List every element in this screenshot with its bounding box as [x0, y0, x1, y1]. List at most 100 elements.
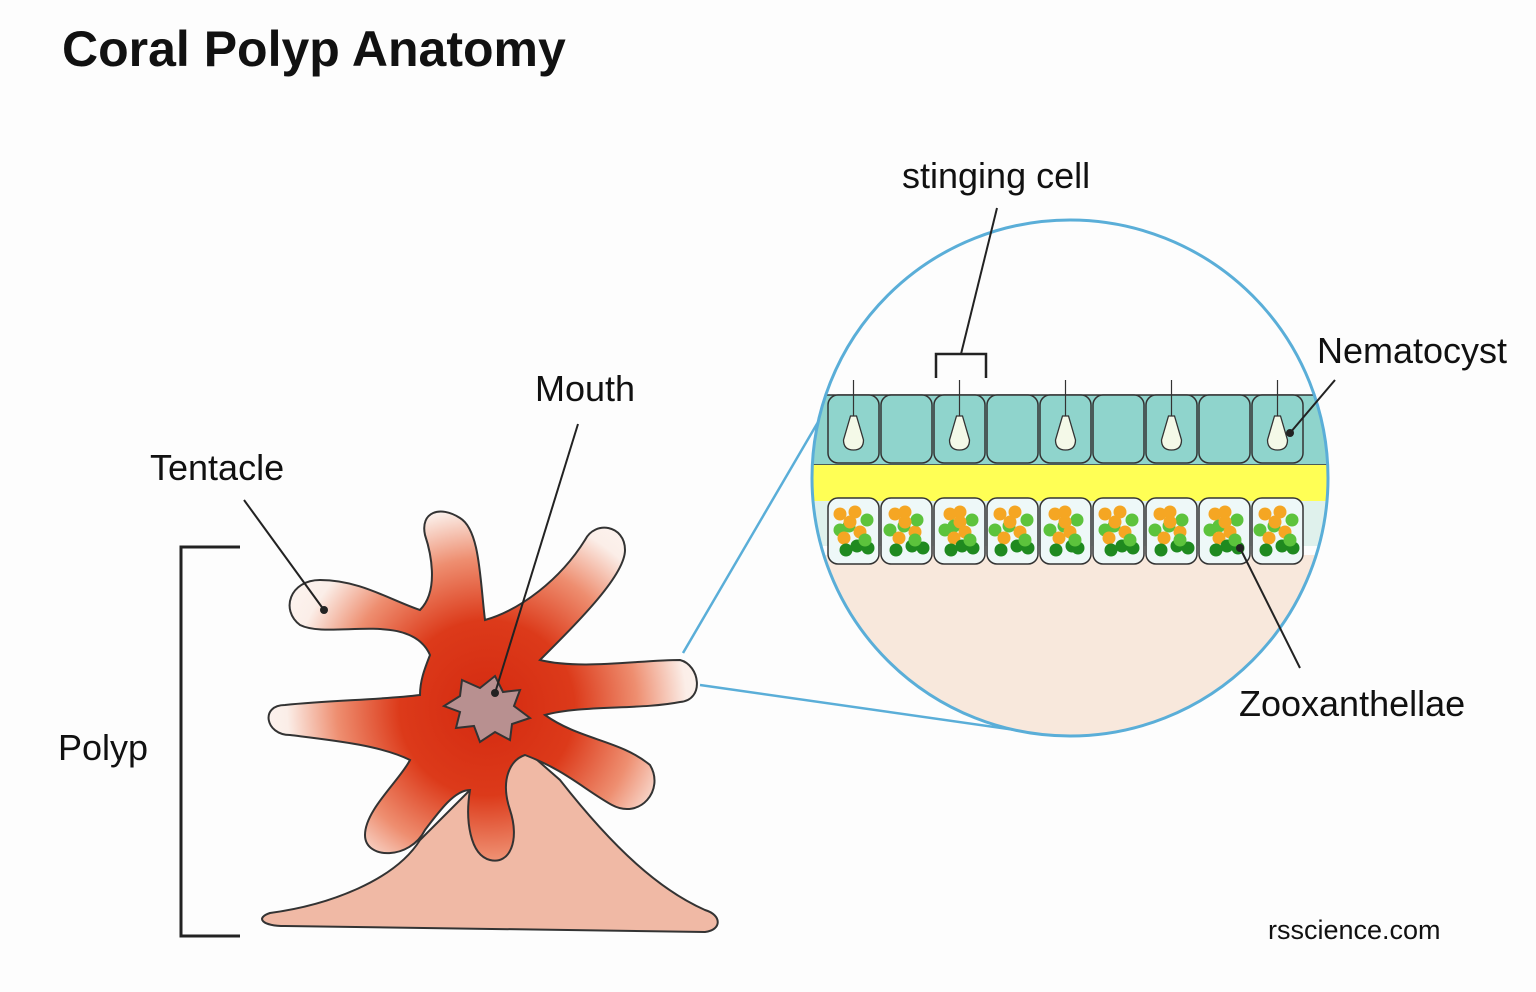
zooxanthella	[1208, 507, 1222, 521]
stinging-cell-label: stinging cell	[902, 155, 1091, 196]
zoom-line-top	[681, 404, 830, 654]
zooxanthella	[1070, 513, 1084, 527]
cnidocyte-cell	[1092, 394, 1145, 464]
zooxanthella	[883, 523, 897, 537]
zooxanthellae-label: Zooxanthellae	[1239, 683, 1466, 724]
zooxanthella	[1098, 507, 1112, 521]
nematocyst-capsule	[948, 415, 971, 451]
zooxanthella	[1285, 513, 1299, 527]
zooxanthella	[1003, 515, 1017, 529]
zooxanthella	[837, 531, 851, 545]
zooxanthella	[953, 505, 967, 519]
cnidocyte-cell	[986, 394, 1039, 464]
zooxanthellae-pointer-dot	[1236, 544, 1244, 552]
credit-text: rsscience.com	[1268, 915, 1441, 945]
zooxanthella	[888, 507, 902, 521]
zooxanthella	[943, 507, 957, 521]
zooxanthella	[1153, 507, 1167, 521]
zooxanthella	[938, 523, 952, 537]
zooxanthella	[988, 523, 1002, 537]
zooxanthella	[1154, 543, 1168, 557]
zooxanthella	[953, 515, 967, 529]
zooxanthella	[1113, 505, 1127, 519]
zooxanthella	[898, 505, 912, 519]
zooxanthella	[916, 541, 930, 555]
nematocyst-capsule	[1054, 415, 1077, 451]
zooxanthella	[1218, 505, 1232, 519]
polyp-bracket	[179, 545, 240, 938]
zooxanthella	[843, 515, 857, 529]
zooxanthella	[1157, 531, 1171, 545]
zooxanthella	[908, 533, 922, 547]
polyp-label: Polyp	[58, 727, 149, 768]
zooxanthella	[997, 531, 1011, 545]
zooxanthella	[1058, 505, 1072, 519]
zooxanthella	[1228, 533, 1242, 547]
zooxanthella	[1175, 513, 1189, 527]
zooxanthella	[860, 513, 874, 527]
mouth-label: Mouth	[535, 368, 636, 409]
mouth-opening	[441, 674, 533, 744]
mouth-leader	[494, 423, 579, 694]
zooxanthella	[965, 513, 979, 527]
zooxanthella	[947, 531, 961, 545]
nematocyst-pointer-dot	[1286, 429, 1294, 437]
zooxanthella	[1230, 513, 1244, 527]
zooxanthella	[1173, 533, 1187, 547]
stinging-cell-leader	[960, 207, 998, 355]
zooxanthella	[1218, 515, 1232, 529]
zooxanthella	[1052, 531, 1066, 545]
zooxanthella	[1259, 543, 1273, 557]
zooxanthella	[1181, 541, 1195, 555]
zooxanthella	[963, 533, 977, 547]
zooxanthella	[1018, 533, 1032, 547]
zooxanthella	[1049, 543, 1063, 557]
zooxanthella	[892, 531, 906, 545]
zooxanthella	[1043, 523, 1057, 537]
mouth-pointer-dot	[491, 689, 499, 697]
zooxanthella	[1163, 505, 1177, 519]
tentacle-leader	[243, 499, 325, 611]
magnifier-ring	[810, 218, 1330, 738]
nematocyst-label: Nematocyst	[1317, 330, 1508, 371]
zooxanthella	[1108, 515, 1122, 529]
page-title: Coral Polyp Anatomy	[62, 21, 566, 77]
zooxanthella	[1102, 531, 1116, 545]
tentacle-label: Tentacle	[150, 447, 285, 488]
zoom-line-bottom	[699, 683, 1051, 737]
magnified-tissue	[812, 220, 1328, 736]
zooxanthella	[1258, 507, 1272, 521]
zooxanthella	[1148, 523, 1162, 537]
zooxanthella	[1253, 523, 1267, 537]
zooxanthella	[1020, 513, 1034, 527]
zooxanthella	[839, 543, 853, 557]
zooxanthella	[1008, 505, 1022, 519]
zooxanthella	[994, 543, 1008, 557]
zooxanthellae-leader	[1239, 547, 1301, 669]
zooxanthella	[1273, 505, 1287, 519]
zooxanthella	[1268, 515, 1282, 529]
zooxanthella	[910, 513, 924, 527]
zooxanthella	[889, 543, 903, 557]
zooxanthella	[1125, 513, 1139, 527]
zooxanthella	[1048, 507, 1062, 521]
zooxanthella	[833, 507, 847, 521]
mesoglea-layer	[812, 465, 1328, 501]
zooxanthella	[1058, 515, 1072, 529]
zooxanthella	[1203, 523, 1217, 537]
nematocyst-capsule	[842, 415, 865, 451]
zooxanthella	[1068, 533, 1082, 547]
zooxanthella	[1123, 533, 1137, 547]
zooxanthella	[858, 533, 872, 547]
zooxanthella	[993, 507, 1007, 521]
zooxanthella	[898, 515, 912, 529]
zooxanthella	[1163, 515, 1177, 529]
nematocyst-leader	[1289, 379, 1336, 434]
cnidocyte-cell	[880, 394, 933, 464]
nematocyst-capsule	[1266, 415, 1289, 451]
zooxanthella	[1283, 533, 1297, 547]
zooxanthella	[1212, 531, 1226, 545]
zooxanthella	[1209, 543, 1223, 557]
nematocyst-capsule	[1160, 415, 1183, 451]
